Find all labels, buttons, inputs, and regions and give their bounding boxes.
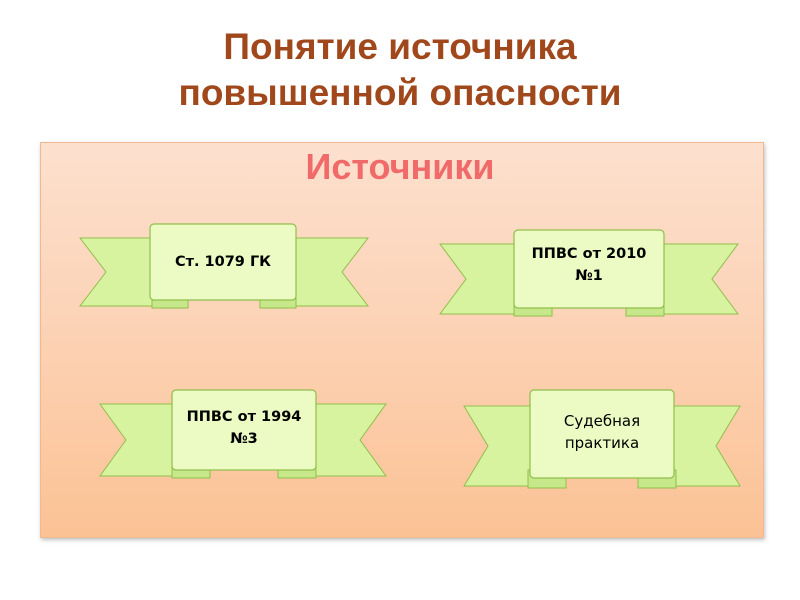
ribbon-shape (463, 389, 741, 489)
ribbon-source-3: ППВС от 1994 №3 (98, 388, 388, 484)
ribbon-shape (99, 389, 387, 479)
ribbon-label: ППВС от 1994 №3 (186, 409, 302, 447)
ribbon-source-2: ППВС от 2010 №1 (438, 228, 740, 322)
ribbon-shape (78, 223, 370, 309)
slide-title: Понятие источника повышенной опасности (178, 26, 622, 113)
ribbon-label: Ст. 1079 ГК (174, 254, 272, 270)
ribbon-source-4: Судебная практика (462, 388, 742, 494)
panel-heading: Источники (305, 146, 495, 187)
ribbon-source-1: Ст. 1079 ГК (78, 222, 370, 314)
ribbon-shape (439, 229, 739, 317)
ribbon-label: Судебная практика (563, 412, 641, 452)
ribbon-label: ППВС от 2010 №1 (531, 246, 647, 284)
